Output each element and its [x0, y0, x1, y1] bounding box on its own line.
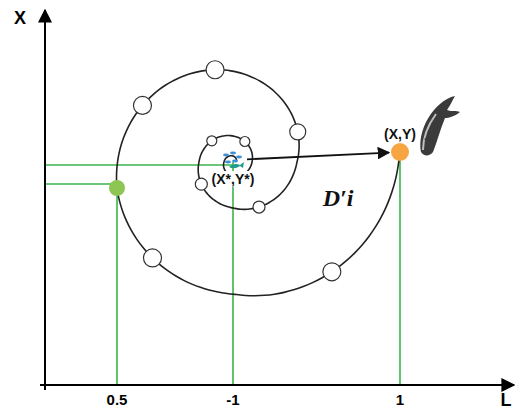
small-fish: [223, 154, 229, 157]
point-dot: [390, 142, 410, 162]
distance-arrow: [247, 153, 389, 160]
position-circle: [195, 178, 207, 190]
position-circle: [143, 249, 161, 267]
position-circle: [133, 96, 151, 114]
tick-label: 0.5: [107, 392, 128, 407]
fish: [229, 162, 244, 168]
guide-line: [399, 152, 401, 385]
whale-picture: [420, 96, 460, 155]
tick-label: 1: [396, 392, 404, 407]
guide-line: [116, 188, 118, 385]
small-fish: [225, 161, 231, 164]
position-circle: [290, 124, 306, 140]
point-label: (X*,Y*): [210, 171, 257, 187]
guide-line: [45, 183, 117, 185]
y-axis: [44, 10, 46, 390]
small-fish: [236, 156, 242, 159]
guide-line: [232, 162, 234, 385]
x-axis: [40, 384, 514, 386]
distance-label: D′i: [320, 185, 357, 211]
tick-label: -1: [226, 392, 239, 407]
small-fish: [232, 160, 238, 163]
spiral: [116, 61, 399, 296]
spiral-path: [116, 70, 399, 296]
axis-label: X: [14, 9, 26, 27]
whale-fin: [424, 132, 432, 140]
small-fish: [230, 152, 236, 155]
whale-body: [420, 96, 460, 155]
prey-position: (X*,Y*): [210, 149, 257, 187]
point-label: (X,Y): [382, 126, 418, 142]
whale-position: (X,Y): [382, 126, 418, 162]
whale-belly: [423, 114, 436, 150]
position-circle: [323, 263, 341, 281]
orange-dot: [391, 143, 409, 161]
fish-school-icon: [220, 149, 246, 171]
position-circle: [207, 136, 217, 146]
position-circle: [240, 137, 250, 147]
green-dot: [109, 180, 125, 196]
guide-line: [45, 164, 233, 166]
axis-label: L: [501, 391, 512, 409]
guide-lines: [45, 152, 400, 385]
position-circle: [253, 201, 265, 213]
position-circle: [206, 61, 224, 79]
